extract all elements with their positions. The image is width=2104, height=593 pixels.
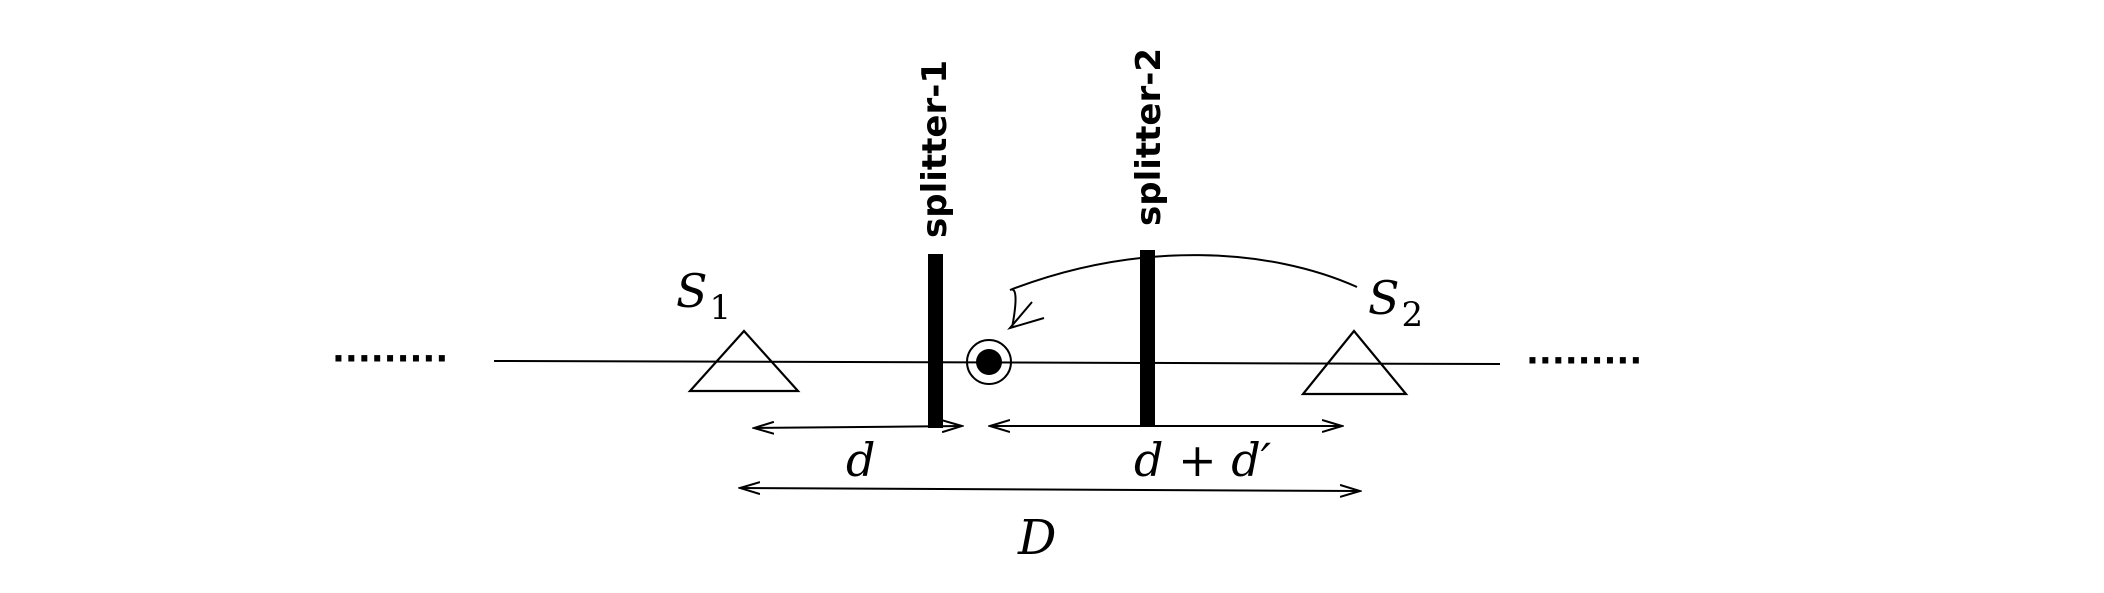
source-s1-sub: 1 <box>710 288 732 328</box>
source-s1-label: S1 <box>676 264 731 328</box>
source-s2-label: S2 <box>1368 271 1423 335</box>
left-dots: ········· <box>332 339 448 379</box>
splitter-2-label: splitter-2 <box>1129 48 1169 226</box>
dimension-d-label: d <box>846 433 875 487</box>
source-s1-main: S <box>676 264 708 318</box>
right-dots: ········· <box>1526 341 1642 381</box>
dimension-d-plus-dprime-label: d + d′ <box>1134 433 1272 487</box>
source-s1-triangle <box>687 329 801 393</box>
dimension-D-arrow <box>740 488 1360 491</box>
splitter-1-bar <box>928 254 943 428</box>
curved-arrow-head <box>1007 301 1045 330</box>
detector-dot <box>976 349 1002 375</box>
splitter-2-bar <box>1140 250 1155 426</box>
curved-arrow <box>1009 254 1358 329</box>
source-s2-sub: 2 <box>1402 295 1424 335</box>
source-s2-main: S <box>1368 271 1400 325</box>
source-s2-triangle <box>1300 329 1409 396</box>
dimension-D-label: D <box>1017 510 1056 566</box>
detector-outer-ring <box>966 339 1012 385</box>
dimension-d-arrow <box>754 426 962 428</box>
splitter-1-label: splitter-1 <box>915 60 955 238</box>
